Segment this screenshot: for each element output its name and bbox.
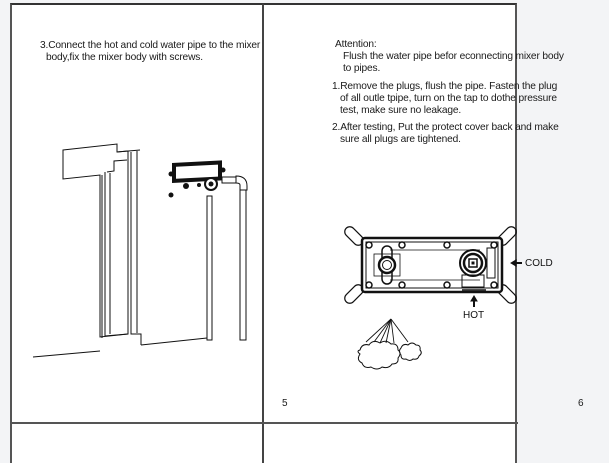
- pipes: [206, 175, 248, 341]
- valve-cartridge-icon: [459, 247, 496, 291]
- cold-label: COLD: [525, 258, 553, 269]
- step3-line1: 3.Connect the hot and cold water pipe to…: [40, 40, 261, 51]
- cloud-icon: [399, 342, 422, 361]
- cloud-icon: [357, 340, 401, 370]
- attention-title: Attention:: [335, 39, 377, 50]
- wall-mixer-illustration: [32, 143, 248, 358]
- step1-line2: of all outle tpipe, turn on the tap to d…: [340, 93, 557, 104]
- step1-line3: test, make sure no leakage.: [340, 105, 462, 116]
- cold-pipe: [239, 189, 247, 341]
- cold-arrow-icon: [510, 259, 522, 267]
- step1-line1: 1.Remove the plugs, flush the pipe. Fast…: [332, 81, 558, 92]
- floor-line-left: [32, 350, 101, 358]
- outlet-port-icon: [373, 245, 401, 285]
- mixer-front-view-diagram: [344, 226, 522, 370]
- hot-label: HOT: [463, 310, 485, 321]
- floor-line-right: [140, 337, 208, 346]
- attention-line2: to pipes.: [343, 63, 381, 74]
- hot-arrow-icon: [470, 295, 478, 307]
- page-bottom-divider: [10, 422, 518, 424]
- step2-line1: 2.After testing, Put the protect cover b…: [332, 122, 559, 133]
- hot-pipe: [206, 195, 213, 341]
- screw-icon: [365, 241, 498, 289]
- attention-line1: Flush the water pipe befor econnecting m…: [343, 51, 564, 62]
- page-number-6: 6: [578, 398, 584, 409]
- page-6: [263, 3, 517, 463]
- step3-line2: body,fix the mixer body with screws.: [46, 52, 203, 63]
- spray-icon: [365, 318, 409, 344]
- step2-line2: sure all plugs are tightened.: [340, 134, 461, 145]
- mixer-body-icon: [168, 160, 226, 198]
- page-number-5: 5: [282, 398, 288, 409]
